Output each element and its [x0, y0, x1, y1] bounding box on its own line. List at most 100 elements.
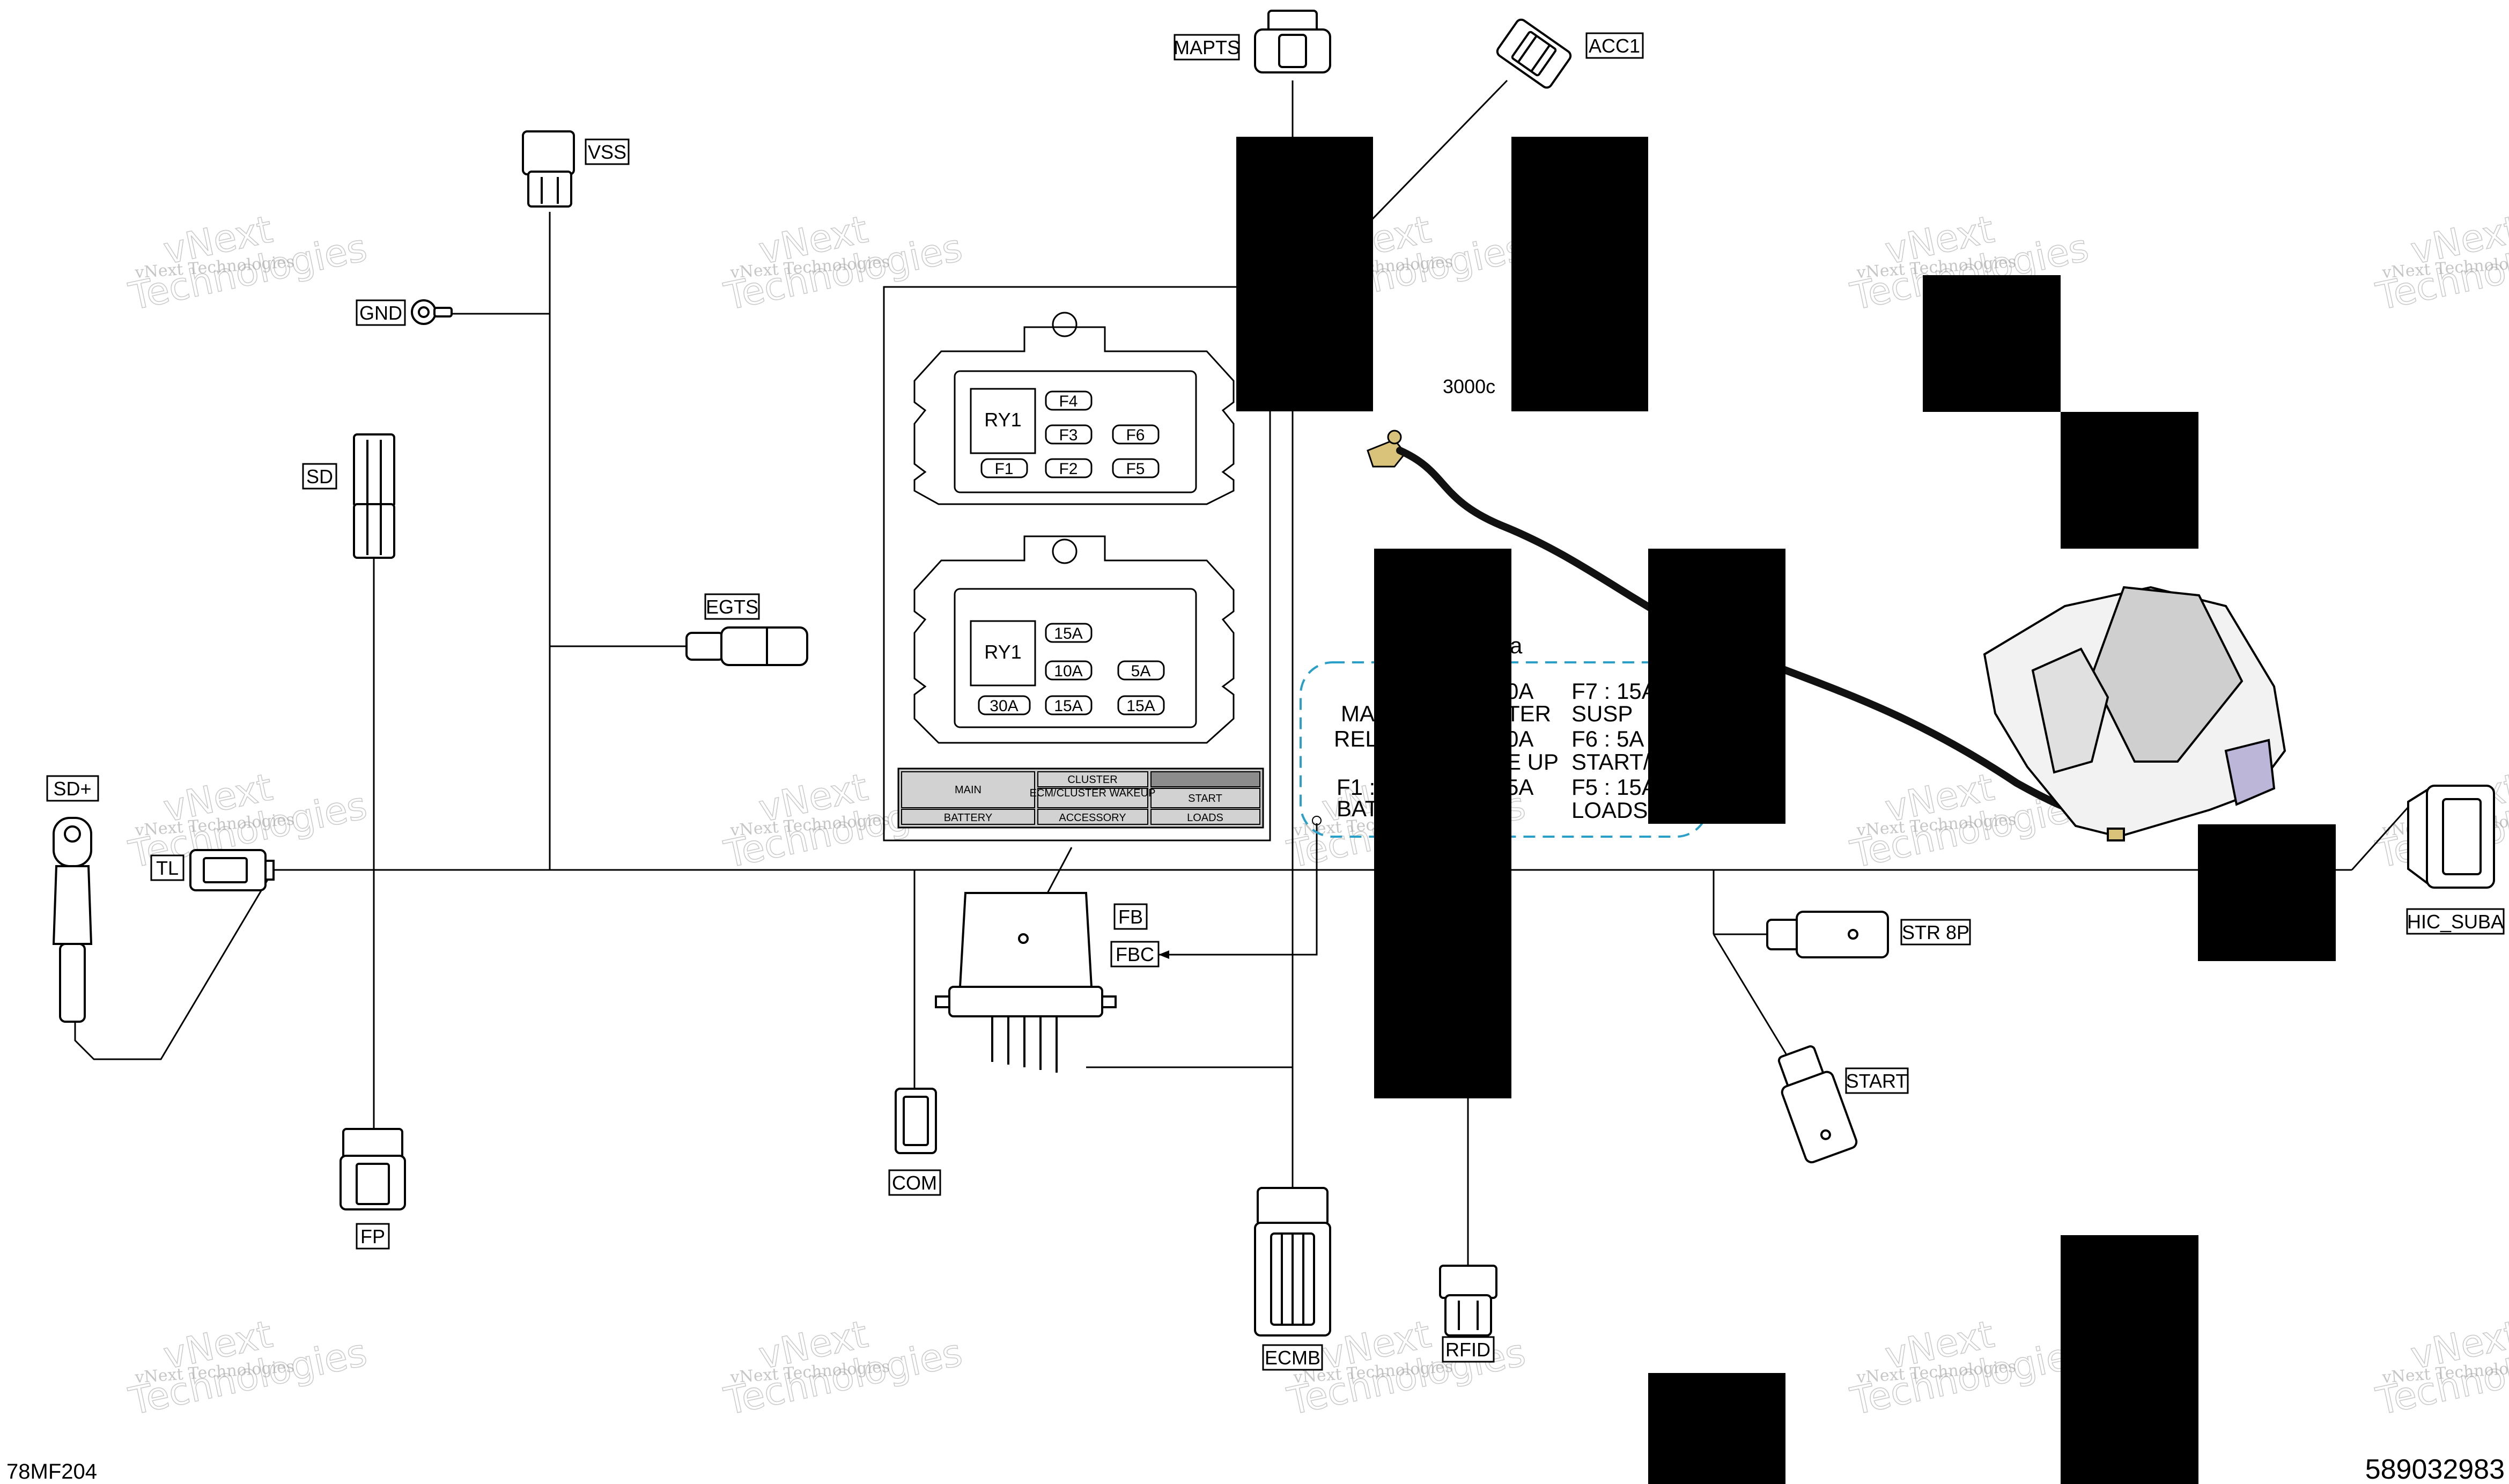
redaction-blocks — [1236, 137, 2336, 1484]
start-connector-icon — [1777, 1045, 1858, 1164]
fuse-note-col2: START/ — [1571, 749, 1650, 774]
label-text: STR 8P — [1902, 921, 1969, 943]
label-start: START — [1845, 1067, 1909, 1094]
label-gnd: GND — [356, 299, 406, 326]
label-text: RFID — [1445, 1339, 1490, 1361]
electrical-component-icon — [1983, 586, 2286, 841]
label-egts: EGTS — [704, 593, 760, 620]
tl-connector-icon — [189, 849, 275, 891]
ecmb-connector-icon — [1254, 1187, 1331, 1337]
watermark: vNext Technologies vNext Technologies — [720, 207, 966, 320]
watermark: vNext Technologies vNext Technologies — [1846, 1312, 2092, 1424]
fuse-rating: 10A — [1054, 662, 1082, 680]
fuse-note-col2: F5 : 15A — [1571, 774, 1657, 800]
str8p-connector-icon — [1766, 911, 1889, 958]
label-text: HIC_SUBA — [2407, 911, 2504, 933]
drawing-code-right: 589032983 — [2365, 1454, 2505, 1484]
fuse-f1: F1 — [980, 458, 1028, 478]
legend-main: MAIN — [955, 784, 982, 796]
sd-connector-icon — [353, 433, 395, 559]
label-hic-suba: HIC_SUBA — [2406, 908, 2505, 935]
fuse-box-panel: RY1 F4 F3 F6 F1 F2 F5 RY1 15A 10A 5A 30A… — [883, 286, 1271, 841]
fuse-note-left: F1 : — [1337, 774, 1375, 800]
hic-suba-connector-icon — [2407, 785, 2495, 889]
label-tl: TL — [150, 854, 185, 881]
label-sd-plus: SD+ — [46, 775, 99, 802]
label-text: SD — [306, 466, 333, 488]
fuse-rating: 5A — [1131, 662, 1151, 680]
sd-plus-wire — [74, 869, 292, 1060]
legend-cluster: CLUSTER — [1067, 774, 1117, 786]
watermark: vNext Technologies vNext Technologies — [720, 1312, 966, 1424]
acc1-connector-icon — [1496, 18, 1572, 89]
fp-connector-icon — [340, 1128, 406, 1210]
legend-loads: LOADS — [1187, 812, 1223, 824]
label-ecmb: ECMB — [1262, 1344, 1323, 1371]
fuse-note-top: a — [1510, 633, 1523, 658]
relay-label: RY1 — [984, 641, 1021, 663]
com-connector-icon — [895, 1088, 937, 1154]
fuse-note-left: REL — [1334, 726, 1378, 751]
label-str8p: STR 8P — [1900, 919, 1971, 946]
fuse-rating: 15A — [1054, 625, 1082, 643]
redaction-block — [2061, 412, 2198, 549]
part-note-3000c: 3000c — [1443, 375, 1495, 397]
fuse-label: F1 — [994, 460, 1013, 478]
fuse-rating: 15A — [1054, 697, 1082, 715]
egts-connector-icon — [685, 626, 808, 666]
fuse-label: F2 — [1059, 460, 1078, 478]
label-text: MAPTS — [1174, 36, 1240, 58]
vss-connector-icon — [522, 130, 575, 208]
label-text: ECMB — [1265, 1347, 1320, 1369]
fuse-f2: F2 — [1045, 458, 1093, 478]
fuse-block-top — [913, 312, 1235, 505]
watermark: vNext Technologies vNext Technologies — [2372, 207, 2509, 320]
redaction-block — [1648, 549, 1785, 824]
relay-label: RY1 — [984, 409, 1021, 431]
fuse-note-left: BAT — [1337, 796, 1379, 821]
fuse-rating: 30A — [990, 697, 1018, 715]
fuse-f3: F3 — [1045, 424, 1093, 445]
legend-accessory: ACCESSORY — [1059, 812, 1126, 824]
mapts-connector-icon — [1254, 10, 1331, 73]
label-text: FB — [1118, 906, 1143, 928]
fuse-note-col2: SUSP — [1571, 701, 1633, 726]
label-text: EGTS — [706, 596, 758, 618]
fuse-15a-3: 15A — [1117, 695, 1165, 715]
redaction-block — [2198, 824, 2336, 961]
redaction-block — [1236, 137, 1373, 411]
label-vss: VSS — [585, 138, 630, 165]
start-wire — [1713, 934, 1787, 1054]
drawing-code-left: 78MF204 — [6, 1460, 97, 1483]
label-text: COM — [892, 1172, 937, 1194]
fuse-label: F4 — [1059, 393, 1078, 410]
label-com: COM — [888, 1169, 941, 1196]
hic-wire — [2351, 806, 2409, 871]
fuse-note-col2: LOADS — [1571, 798, 1648, 823]
fuse-note-col2: F7 : 15A — [1571, 678, 1657, 704]
fuse-note-col1: E UP — [1506, 749, 1559, 774]
fuse-rating: 15A — [1126, 697, 1155, 715]
fb-housing-icon — [935, 892, 1117, 1073]
fuse-30a: 30A — [978, 695, 1031, 715]
label-text: SD+ — [53, 778, 91, 800]
label-text: FBC — [1116, 943, 1154, 965]
redaction-block — [2061, 1235, 2198, 1484]
redaction-block — [1374, 549, 1511, 1098]
redaction-block — [1511, 137, 1648, 411]
fuse-f4: F4 — [1045, 390, 1093, 411]
fuse-note-col2: F6 : 5A — [1571, 726, 1644, 751]
fuse-15a-1: 15A — [1045, 623, 1093, 643]
label-mapts: MAPTS — [1174, 34, 1240, 61]
label-rfid: RFID — [1442, 1336, 1495, 1363]
watermark: vNext Technologies vNext Technologies — [124, 1312, 371, 1424]
fuse-5a: 5A — [1117, 660, 1165, 681]
redaction-block — [1923, 275, 2061, 412]
fuse-note-col1: TER — [1506, 701, 1551, 726]
fuse-note-left: MA — [1341, 701, 1375, 726]
relay-ry1-top — [970, 388, 1036, 454]
fbc-wire-node — [1312, 816, 1322, 825]
label-fp: FP — [356, 1223, 390, 1250]
relay-ry1-bottom — [970, 620, 1036, 686]
